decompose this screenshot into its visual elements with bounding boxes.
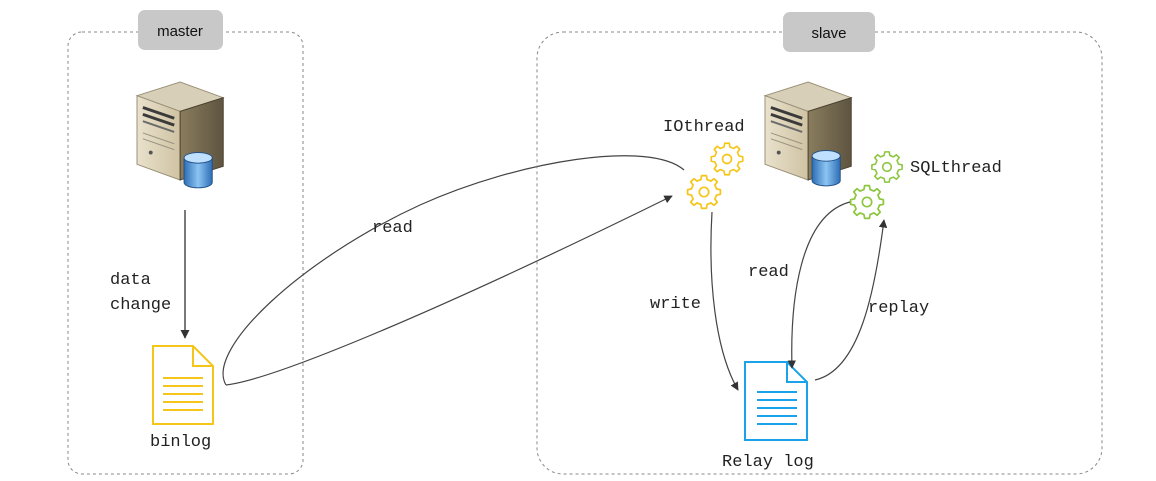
sql-read-arrow bbox=[787, 201, 851, 369]
binlog-file-icon bbox=[152, 345, 214, 425]
master-group-tag bbox=[138, 10, 223, 50]
replay-arrow bbox=[814, 219, 888, 381]
write-arrow bbox=[710, 211, 739, 391]
write-label: write bbox=[650, 295, 701, 314]
io-thread-label: IOthread bbox=[663, 118, 745, 137]
replay-label: replay bbox=[868, 299, 929, 318]
sql-thread-label: SQLthread bbox=[910, 159, 1002, 178]
relay-log-label: Relay log bbox=[722, 453, 814, 472]
master-group-label: master bbox=[157, 23, 203, 40]
binlog-loop-curve bbox=[222, 155, 685, 386]
sql-thread-gears-icon bbox=[849, 151, 903, 220]
slave-server-icon bbox=[763, 80, 853, 187]
slave-group-label: slave bbox=[811, 25, 846, 42]
io-thread-gears-icon bbox=[686, 142, 744, 210]
binlog-label: binlog bbox=[150, 433, 211, 452]
relay-log-file-icon bbox=[744, 361, 808, 441]
data-change-label-line2: change bbox=[110, 296, 171, 315]
slave-group-tag bbox=[783, 12, 875, 52]
read-master-label: read bbox=[372, 219, 413, 238]
read-arrow bbox=[225, 195, 673, 386]
read-slave-label: read bbox=[748, 263, 789, 282]
master-server-icon bbox=[135, 80, 225, 189]
data-change-label-line1: data bbox=[110, 271, 151, 290]
